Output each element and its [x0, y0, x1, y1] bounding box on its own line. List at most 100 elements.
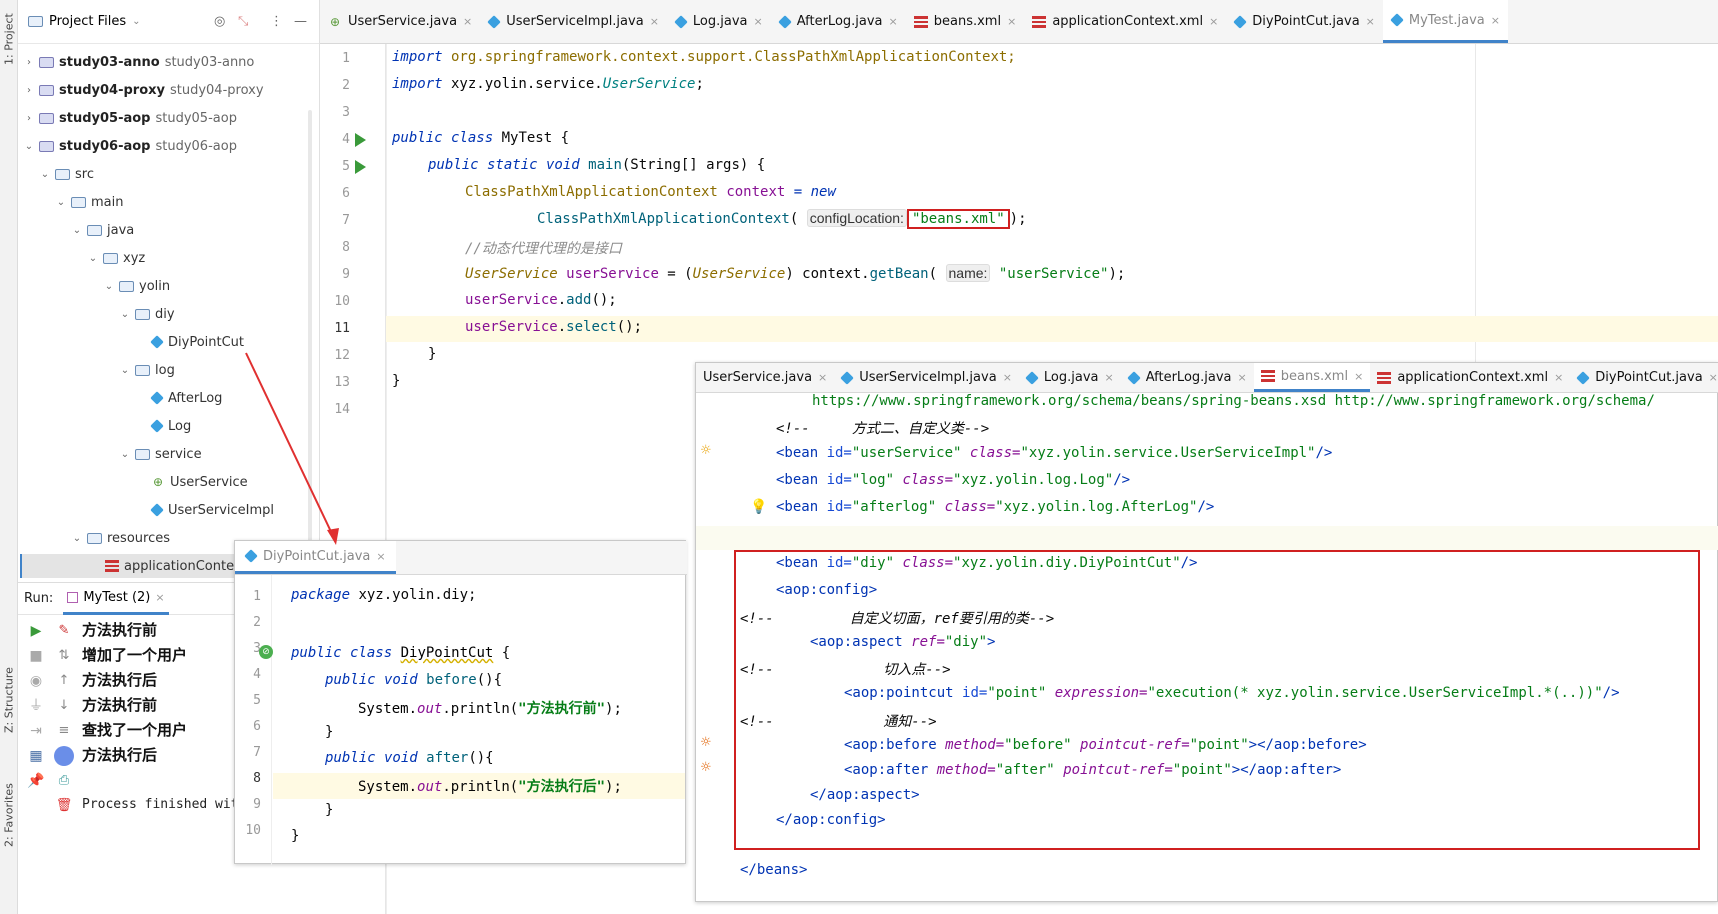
xml-window-tab[interactable]: UserService.java×: [696, 363, 834, 392]
edit-config-icon[interactable]: ✎: [58, 623, 70, 638]
chevron-icon[interactable]: ⌄: [120, 364, 130, 376]
soft-wrap-icon[interactable]: ≡: [58, 723, 70, 738]
stop-icon[interactable]: ■: [29, 648, 43, 664]
advice-gutter-icon[interactable]: ☼: [700, 760, 712, 775]
chevron-icon[interactable]: ⌄: [56, 196, 66, 208]
editor-tab[interactable]: UserServiceImpl.java×: [480, 0, 667, 43]
tree-item[interactable]: ⌄java: [72, 218, 134, 242]
tree-item[interactable]: UserServiceImpl: [136, 498, 274, 522]
sort-icon[interactable]: ⇅: [58, 648, 70, 663]
xml-window-tab[interactable]: applicationContext.xml×: [1370, 363, 1570, 392]
tree-item[interactable]: ⌄yolin: [104, 274, 170, 298]
param-hint: configLocation:: [806, 209, 907, 227]
editor-tab[interactable]: ⊕UserService.java×: [320, 0, 480, 43]
chevron-icon[interactable]: ⌄: [120, 448, 130, 460]
scroll-end-icon[interactable]: [54, 746, 74, 766]
chevron-icon[interactable]: ⌄: [72, 224, 82, 236]
beans-xml-window[interactable]: UserService.java×UserServiceImpl.java×Lo…: [695, 362, 1718, 902]
close-icon[interactable]: ×: [1209, 15, 1219, 28]
tree-item[interactable]: ⌄xyz: [88, 246, 145, 270]
code-line-5: public static void main(String[] args) {: [428, 157, 765, 173]
print-icon[interactable]: ⎙: [58, 773, 70, 788]
xml-window-tab[interactable]: beans.xml×: [1253, 363, 1371, 392]
chevron-icon[interactable]: ›: [27, 84, 31, 96]
chevron-icon[interactable]: ⌄: [104, 280, 114, 292]
editor-tab[interactable]: MyTest.java×: [1382, 0, 1508, 43]
chevron-down-icon[interactable]: ⌄: [132, 16, 141, 27]
tree-item[interactable]: ⌄src: [40, 162, 94, 186]
hide-icon[interactable]: —: [294, 14, 307, 29]
camera-icon[interactable]: ◉: [29, 673, 43, 689]
trash-icon[interactable]: 🗑: [55, 798, 73, 813]
target-icon[interactable]: ◎: [214, 14, 226, 29]
close-icon[interactable]: ×: [1554, 371, 1564, 384]
run-class-icon[interactable]: [355, 133, 366, 147]
close-icon[interactable]: ×: [888, 15, 898, 28]
chevron-icon[interactable]: ›: [27, 112, 31, 124]
close-icon[interactable]: ×: [376, 549, 386, 563]
tab-diypointcut[interactable]: DiyPointCut.java ×: [235, 541, 396, 574]
close-icon[interactable]: ×: [1104, 371, 1114, 384]
tree-item[interactable]: ⌄service: [120, 442, 202, 466]
close-icon[interactable]: ×: [463, 15, 473, 28]
tree-item[interactable]: ⌄resources: [72, 526, 170, 550]
editor-tab[interactable]: AfterLog.java×: [771, 0, 906, 43]
options-icon[interactable]: ⋮: [270, 14, 283, 29]
xml-window-tab[interactable]: DiyPointCut.java×: [1570, 363, 1718, 392]
run-main-icon[interactable]: [355, 160, 366, 174]
advice-gutter-icon[interactable]: ☼: [700, 735, 712, 750]
implements-icon[interactable]: ⊘: [259, 645, 273, 659]
editor-tab[interactable]: applicationContext.xml×: [1024, 0, 1226, 43]
chevron-icon[interactable]: ⌄: [24, 140, 34, 152]
xml-window-tab[interactable]: AfterLog.java×: [1121, 363, 1254, 392]
rerun-icon[interactable]: ▶: [30, 623, 42, 639]
tree-item[interactable]: AfterLog: [136, 386, 222, 410]
tree-item[interactable]: Log: [136, 414, 191, 438]
editor-tab[interactable]: DiyPointCut.java×: [1226, 0, 1383, 43]
close-icon[interactable]: ×: [1002, 371, 1012, 384]
tree-item[interactable]: ⌄diy: [120, 302, 175, 326]
run-config-tab[interactable]: MyTest (2) ×: [63, 583, 169, 615]
lightbulb-icon[interactable]: 💡: [750, 499, 768, 515]
editor-tab[interactable]: beans.xml×: [906, 0, 1025, 43]
bean-gutter-icon[interactable]: ☼: [700, 443, 712, 458]
collapse-icon[interactable]: ⤡: [238, 14, 249, 29]
layout-icon[interactable]: ▦: [29, 748, 43, 764]
xml-file-icon: [1032, 15, 1047, 28]
tree-item[interactable]: ⊕UserService: [136, 470, 248, 494]
tree-item[interactable]: DiyPointCut: [136, 330, 244, 354]
up-arrow-icon[interactable]: ↑: [58, 673, 70, 688]
line-number: 1: [253, 589, 261, 604]
editor-tab[interactable]: Log.java×: [667, 0, 771, 43]
close-icon[interactable]: ×: [1354, 369, 1364, 383]
close-icon[interactable]: ×: [1490, 13, 1500, 27]
pin-icon[interactable]: 📌: [27, 773, 45, 789]
tree-item[interactable]: ⌄log: [120, 358, 175, 382]
plug-icon[interactable]: ⏚: [29, 698, 43, 714]
close-icon[interactable]: ×: [1365, 15, 1375, 28]
down-arrow-icon[interactable]: ↓: [58, 698, 70, 713]
xml-window-tab[interactable]: UserServiceImpl.java×: [834, 363, 1019, 392]
close-icon[interactable]: ×: [818, 371, 828, 384]
chevron-icon[interactable]: ⌄: [40, 168, 50, 180]
xml-window-tab[interactable]: Log.java×: [1019, 363, 1121, 392]
close-icon[interactable]: ×: [649, 15, 659, 28]
project-view-title[interactable]: Project Files: [49, 14, 127, 29]
chevron-icon[interactable]: ⌄: [72, 532, 82, 544]
tree-scrollbar[interactable]: [308, 110, 312, 560]
exit-icon[interactable]: ⇥: [30, 723, 42, 739]
close-icon[interactable]: ×: [1708, 371, 1718, 384]
close-icon[interactable]: ×: [155, 590, 165, 604]
close-icon[interactable]: ×: [753, 15, 763, 28]
close-icon[interactable]: ×: [1237, 371, 1247, 384]
chevron-icon[interactable]: ⌄: [88, 252, 98, 264]
chevron-icon[interactable]: ⌄: [120, 308, 130, 320]
close-icon[interactable]: ×: [1007, 15, 1017, 28]
tree-item[interactable]: ⌄main: [56, 190, 124, 214]
chevron-icon[interactable]: ›: [27, 56, 31, 68]
